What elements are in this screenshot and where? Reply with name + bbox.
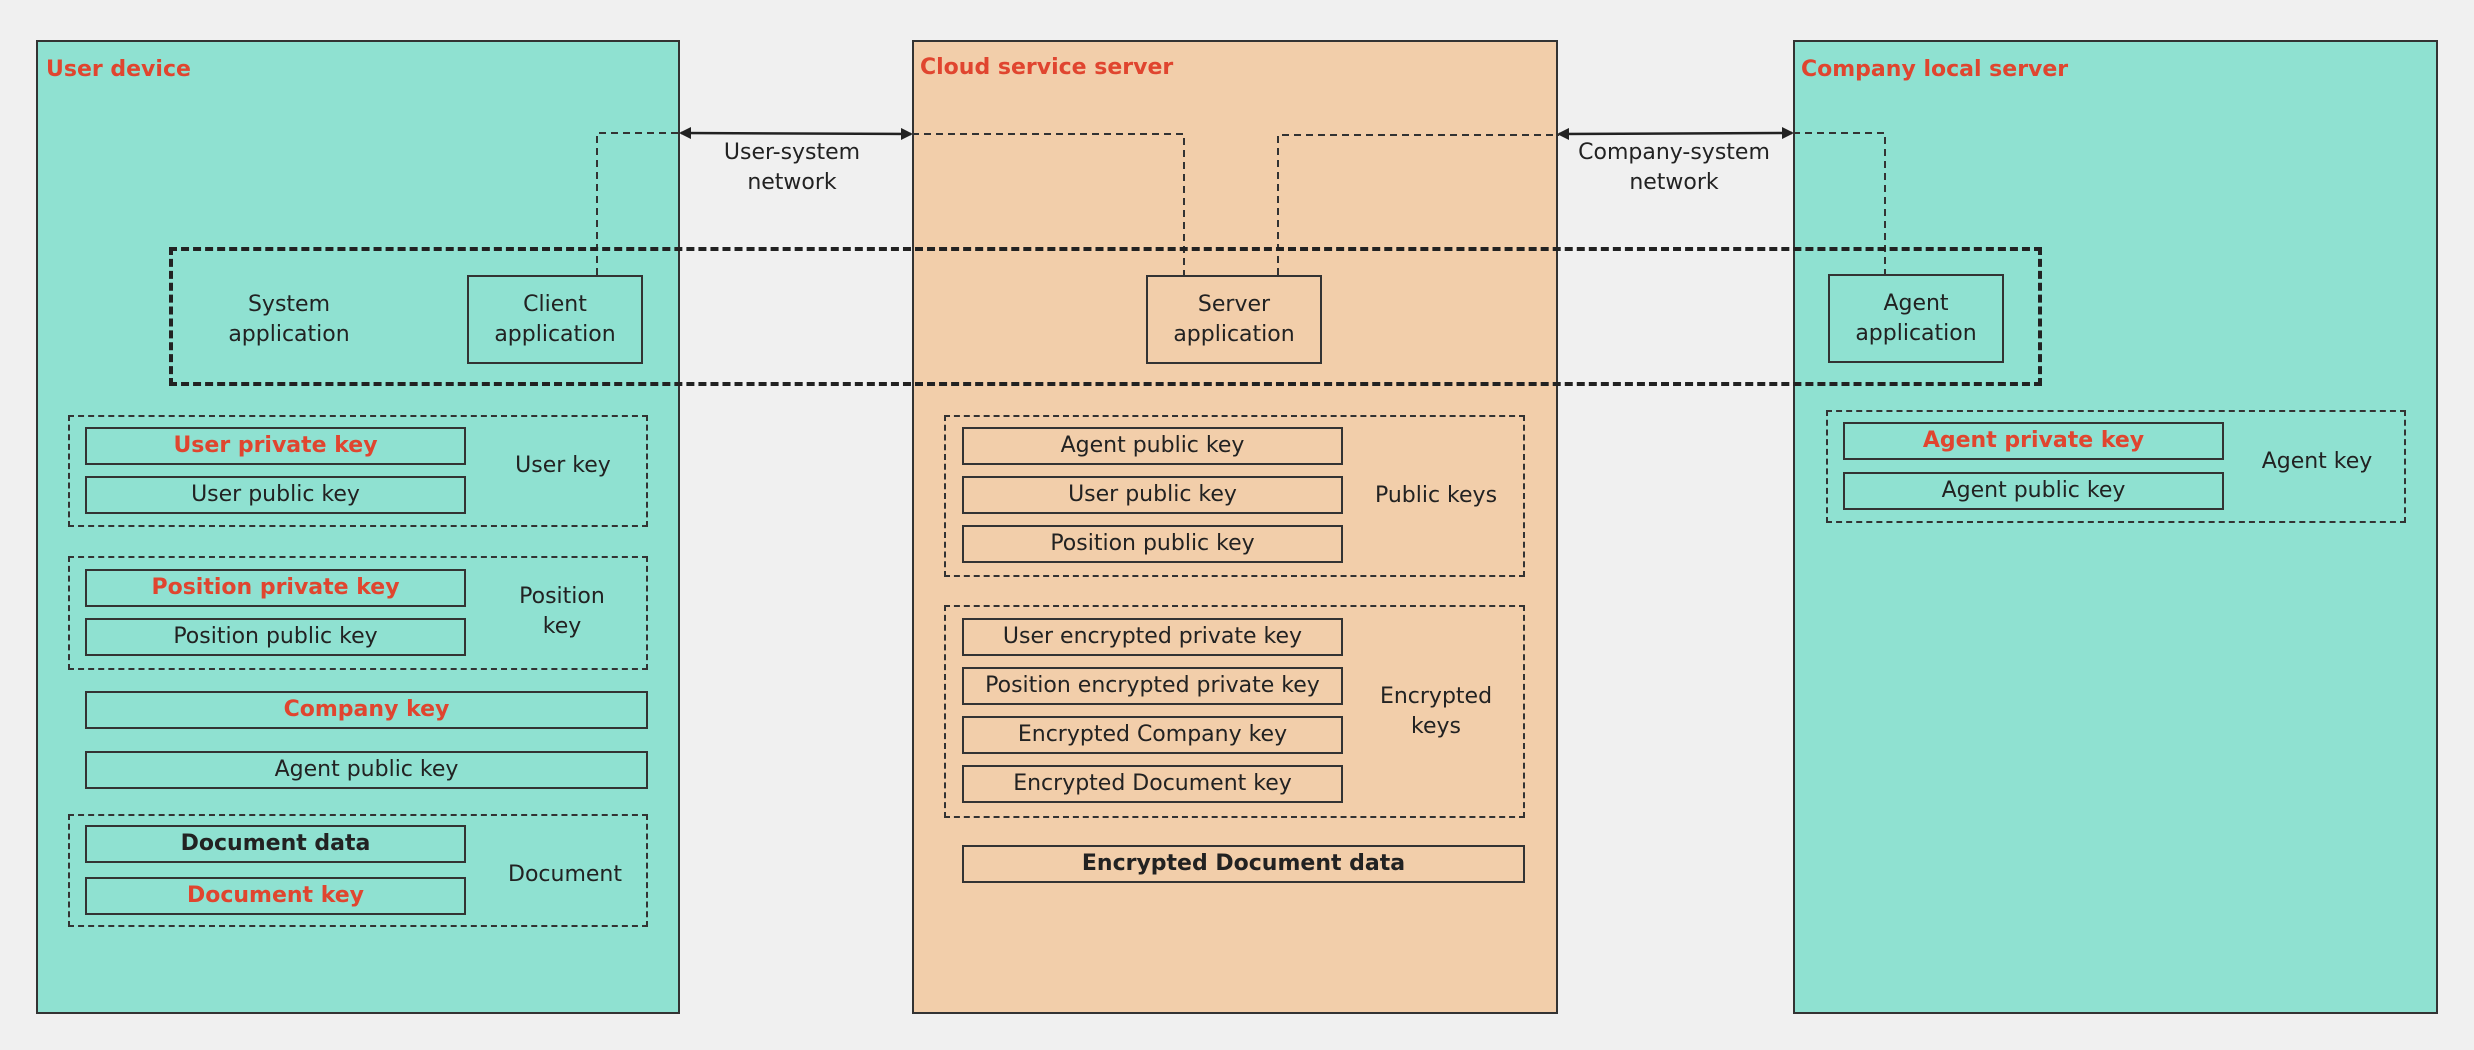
company-server-panel	[1793, 40, 2438, 1014]
position-key-group	[68, 556, 648, 670]
encrypted-document-key: Encrypted Document key	[962, 765, 1343, 803]
server-application[interactable]: Server application	[1146, 275, 1322, 364]
user-device-panel	[36, 40, 680, 1014]
user-key-group-label: User key	[515, 453, 611, 479]
agent-key-group	[1826, 410, 2406, 523]
position-public-key: Position public key	[85, 618, 466, 656]
encrypted-company-key: Encrypted Company key	[962, 716, 1343, 754]
agent-application[interactable]: Agent application	[1828, 274, 2004, 363]
user-system-network-arrow	[679, 127, 913, 140]
user-private-key: User private key	[85, 427, 466, 465]
company-system-network-arrow	[1557, 127, 1794, 140]
user-system-network-label: User-system network	[723, 140, 861, 195]
company-system-network-label: Company-system network	[1578, 140, 1770, 195]
position-encrypted-private-key: Position encrypted private key	[962, 667, 1343, 705]
agent-public-key-company: Agent public key	[1843, 472, 2224, 510]
public-keys-group	[944, 415, 1525, 577]
document-data: Document data	[85, 825, 466, 863]
user-device-title: User device	[46, 57, 191, 82]
user-key-group	[68, 415, 648, 527]
document-key: Document key	[85, 877, 466, 915]
company-server-title: Company local server	[1801, 57, 2069, 82]
agent-key-group-label: Agent key	[2261, 449, 2373, 475]
document-group	[68, 814, 648, 927]
system-application-label: System application	[228, 292, 350, 347]
user-public-key: User public key	[85, 476, 466, 514]
position-key-group-label: Position key	[519, 584, 605, 639]
user-public-key-cloud: User public key	[962, 476, 1343, 514]
encrypted-document-data: Encrypted Document data	[962, 845, 1525, 883]
agent-public-key-cloud: Agent public key	[962, 427, 1343, 465]
encrypted-keys-group	[944, 605, 1525, 818]
agent-public-key-user: Agent public key	[85, 751, 648, 789]
position-public-key-cloud: Position public key	[962, 525, 1343, 563]
client-application[interactable]: Client application	[467, 275, 643, 364]
cloud-server-title: Cloud service server	[920, 55, 1174, 80]
company-key: Company key	[85, 691, 648, 729]
public-keys-group-label: Public keys	[1374, 483, 1498, 509]
user-encrypted-private-key: User encrypted private key	[962, 618, 1343, 656]
encrypted-keys-group-label: Encrypted keys	[1379, 684, 1493, 739]
position-private-key: Position private key	[85, 569, 466, 607]
system-application-boundary	[169, 247, 2042, 386]
agent-private-key: Agent private key	[1843, 422, 2224, 460]
document-group-label: Document	[508, 862, 622, 888]
